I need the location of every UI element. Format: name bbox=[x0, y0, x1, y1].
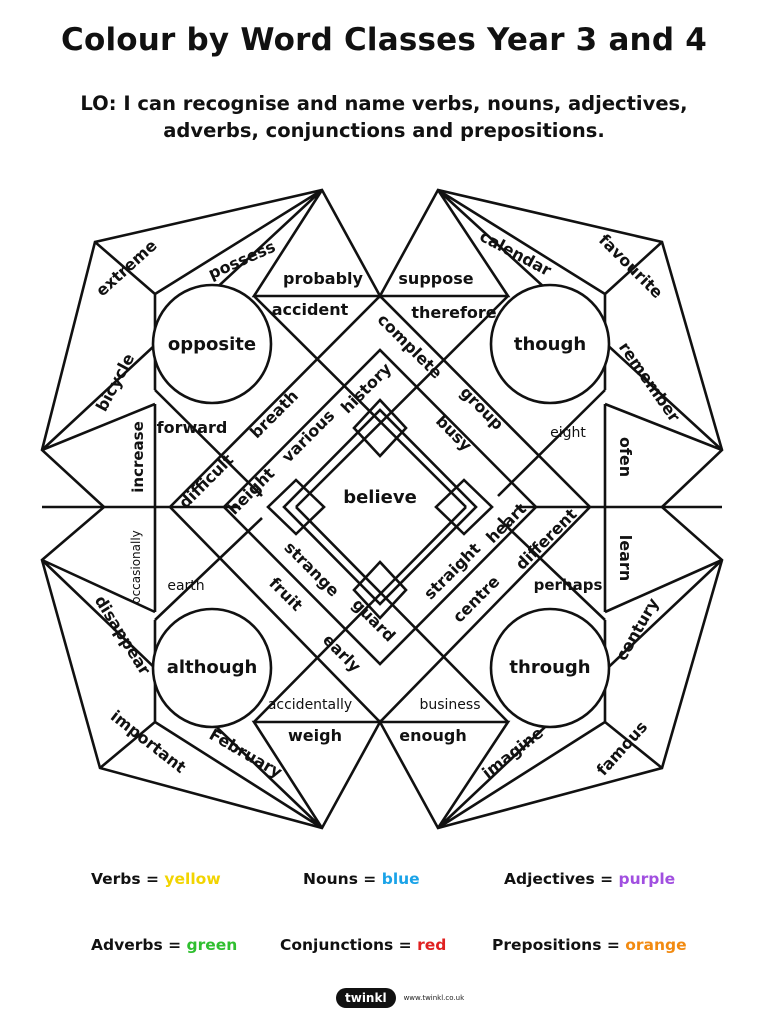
small-diamond-left bbox=[266, 478, 326, 536]
word-early: early bbox=[319, 630, 365, 676]
word-forward: forward bbox=[157, 418, 228, 437]
word-although: although bbox=[167, 657, 258, 678]
legend-adverbs-color: green bbox=[186, 936, 238, 954]
twinkl-logo: twinkl bbox=[336, 988, 396, 1008]
lo-line-2: adverbs, conjunctions and prepositions. bbox=[163, 119, 605, 142]
small-diamond-bottom bbox=[352, 560, 408, 620]
word-accidentally: accidentally bbox=[268, 697, 352, 713]
word-ofen: ofen bbox=[616, 437, 635, 477]
word-group: group bbox=[456, 383, 507, 434]
legend-verbs-color: yellow bbox=[164, 870, 221, 888]
footer-url: www.twinkl.co.uk bbox=[403, 994, 465, 1002]
legend-verbs-label: Verbs = bbox=[91, 870, 160, 888]
word-therefore: therefore bbox=[411, 303, 496, 322]
grid-lines bbox=[154, 295, 606, 723]
legend-prepositions: Prepositions = orange bbox=[492, 936, 687, 954]
learning-objective: LO: I can recognise and name verbs, noun… bbox=[0, 90, 768, 144]
legend-prepositions-label: Prepositions = bbox=[492, 936, 620, 954]
page-title: Colour by Word Classes Year 3 and 4 bbox=[61, 22, 707, 58]
word-enough: enough bbox=[399, 726, 466, 745]
word-business: business bbox=[419, 697, 480, 713]
legend-conjunctions: Conjunctions = red bbox=[280, 936, 446, 954]
circle-top-left bbox=[151, 283, 273, 405]
word-bicycle: bicycle bbox=[92, 350, 138, 414]
word-though: though bbox=[514, 334, 586, 355]
lo-line-1: LO: I can recognise and name verbs, noun… bbox=[80, 92, 688, 115]
legend-adjectives-label: Adjectives = bbox=[504, 870, 614, 888]
circle-top-right bbox=[489, 283, 611, 405]
legend-nouns-color: blue bbox=[381, 870, 420, 888]
word-centre: centre bbox=[449, 572, 504, 627]
word-accident: accident bbox=[272, 300, 349, 319]
small-diamond-right bbox=[434, 478, 494, 536]
word-eight: eight bbox=[550, 425, 586, 441]
word-increase: increase bbox=[129, 421, 147, 493]
legend-adjectives-color: purple bbox=[618, 870, 676, 888]
legend-nouns: Nouns = blue bbox=[303, 870, 420, 888]
legend-verbs: Verbs = yellow bbox=[91, 870, 221, 888]
legend-conjunctions-color: red bbox=[417, 936, 447, 954]
word-suppose: suppose bbox=[398, 269, 473, 288]
circle-bottom-left bbox=[151, 607, 273, 729]
legend-adverbs-label: Adverbs = bbox=[91, 936, 182, 954]
word-probably: probably bbox=[283, 269, 364, 288]
word-busy: busy bbox=[432, 411, 476, 455]
word-opposite: opposite bbox=[168, 334, 256, 355]
legend-nouns-label: Nouns = bbox=[303, 870, 377, 888]
diamond-mid bbox=[222, 348, 538, 666]
circle-bottom-right bbox=[489, 607, 611, 729]
word-believe: believe bbox=[343, 487, 417, 508]
word-various: various bbox=[278, 406, 338, 466]
word-disappear: disappear bbox=[91, 592, 155, 678]
legend-adverbs: Adverbs = green bbox=[91, 936, 237, 954]
word-perhaps: perhaps bbox=[534, 576, 603, 594]
word-weigh: weigh bbox=[288, 726, 342, 745]
word-famous: famous bbox=[593, 717, 652, 779]
diamond-outer bbox=[168, 294, 592, 724]
footer: twinkl www.twinkl.co.uk bbox=[336, 988, 464, 1008]
word-breath: breath bbox=[246, 386, 302, 442]
word-through: through bbox=[509, 657, 590, 678]
word-fruit: fruit bbox=[265, 573, 307, 615]
diamond-inner bbox=[282, 408, 478, 606]
small-diamond-top bbox=[352, 398, 408, 458]
legend-conjunctions-label: Conjunctions = bbox=[280, 936, 412, 954]
word-learn: learn bbox=[616, 535, 635, 581]
word-earth: earth bbox=[167, 578, 204, 594]
legend-prepositions-color: orange bbox=[625, 936, 687, 954]
word-calendar: calendar bbox=[477, 226, 555, 280]
legend-adjectives: Adjectives = purple bbox=[504, 870, 675, 888]
word-occasionally: occasionally bbox=[129, 530, 143, 604]
